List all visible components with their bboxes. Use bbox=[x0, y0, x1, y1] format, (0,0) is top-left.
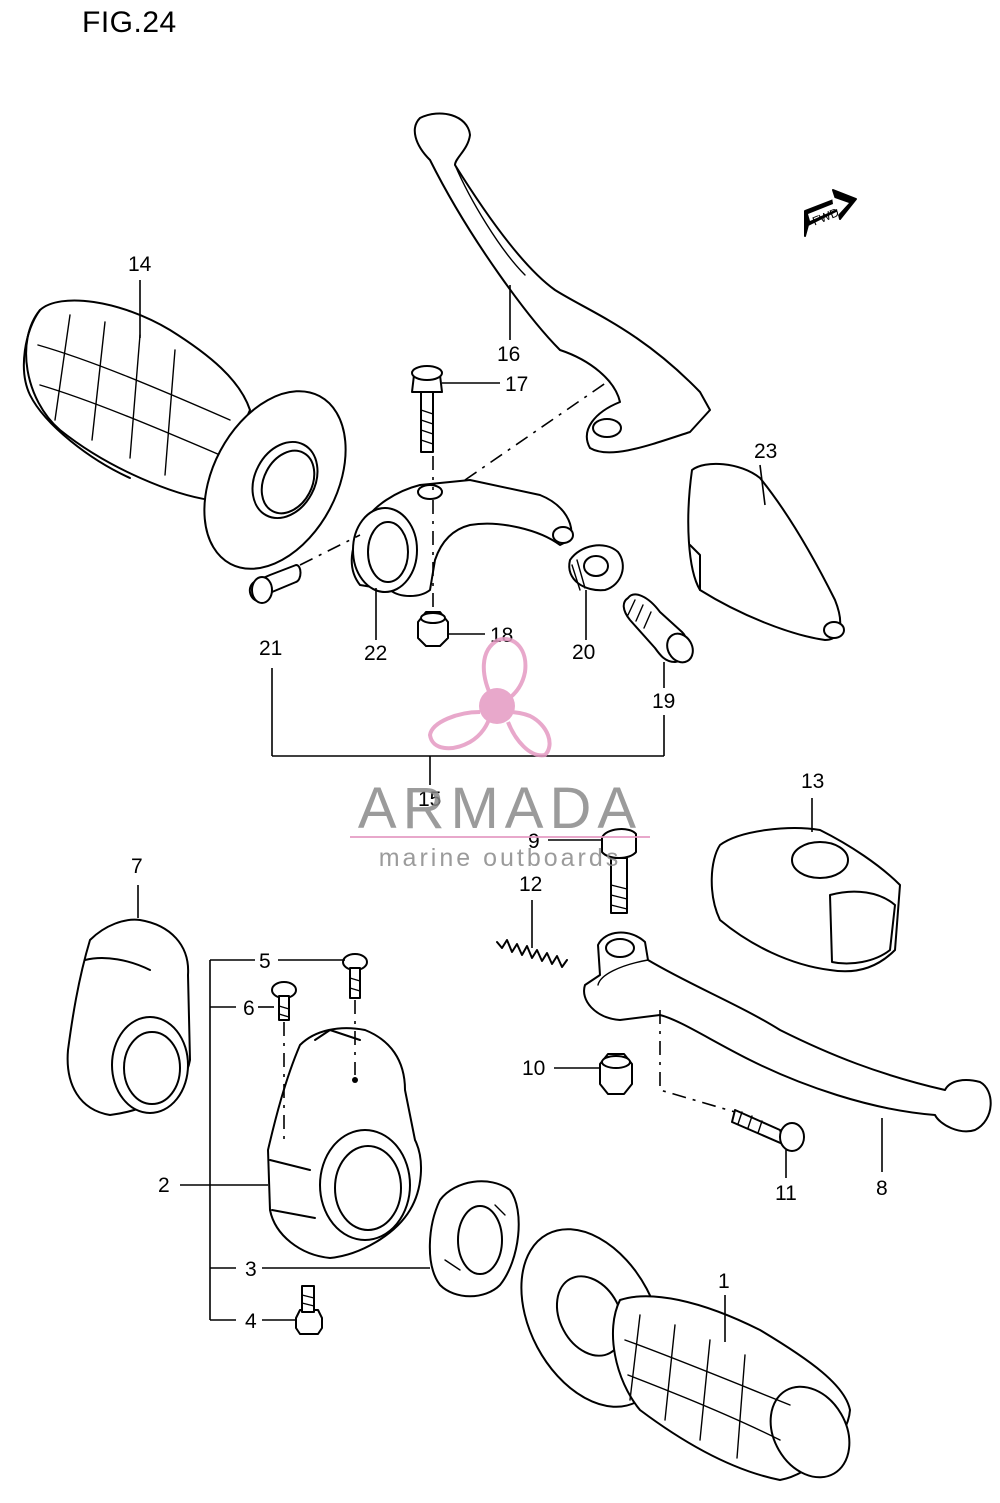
part-14-left-grip bbox=[23, 299, 347, 570]
part-22-lever-holder bbox=[350, 479, 574, 597]
part-17-bolt bbox=[411, 365, 443, 453]
part-2-switch-housing bbox=[267, 1027, 422, 1259]
part-1-right-grip bbox=[520, 1228, 851, 1481]
callout-20: 20 bbox=[572, 641, 595, 664]
part-10-nut bbox=[599, 1053, 633, 1095]
callout-12: 12 bbox=[519, 873, 542, 896]
callout-5: 5 bbox=[259, 950, 271, 973]
part-19-adjuster-bolt bbox=[622, 593, 694, 664]
callout-23: 23 bbox=[754, 440, 777, 463]
part-7-switch-cover bbox=[66, 918, 191, 1116]
callout-7: 7 bbox=[131, 855, 143, 878]
part-6-screw bbox=[271, 981, 297, 1021]
part-5-screw bbox=[342, 953, 368, 999]
callout-4: 4 bbox=[245, 1310, 257, 1333]
propeller-logo-icon bbox=[427, 637, 552, 758]
callout-10: 10 bbox=[522, 1057, 545, 1080]
part-21-pivot-bolt bbox=[248, 564, 302, 604]
part-16-clutch-lever bbox=[413, 112, 711, 454]
callout-3: 3 bbox=[245, 1258, 257, 1281]
callout-21: 21 bbox=[259, 637, 282, 660]
part-20-adjuster bbox=[568, 544, 624, 592]
part-13-housing-cover bbox=[710, 827, 901, 973]
part-23-lever-cover bbox=[687, 462, 845, 641]
figure-title: FIG.24 bbox=[82, 6, 177, 39]
part-8-brake-lever bbox=[583, 931, 992, 1133]
callout-11: 11 bbox=[775, 1182, 797, 1205]
callout-19: 19 bbox=[652, 690, 675, 713]
watermark-tagline: marine outboards bbox=[379, 844, 622, 872]
callout-6: 6 bbox=[243, 997, 255, 1020]
part-12-spring bbox=[496, 939, 568, 968]
watermark: ARMADA marine outboards bbox=[350, 637, 650, 872]
watermark-brand: ARMADA bbox=[358, 776, 642, 841]
callout-15: 15 bbox=[418, 788, 441, 811]
part-4-screw bbox=[295, 1285, 323, 1335]
part-18-nut bbox=[417, 611, 449, 647]
callout-labels: 1 2 3 4 5 6 7 8 9 10 11 12 13 14 15 16 1… bbox=[128, 253, 888, 1333]
callout-2: 2 bbox=[158, 1174, 170, 1197]
assembly-lines bbox=[283, 379, 736, 1145]
leader-lines bbox=[137, 280, 883, 1342]
callout-9: 9 bbox=[528, 830, 540, 853]
callout-1: 1 bbox=[718, 1270, 730, 1293]
fwd-arrow-icon: FWD bbox=[804, 189, 857, 237]
callout-17: 17 bbox=[505, 373, 528, 396]
callout-16: 16 bbox=[497, 343, 520, 366]
callout-8: 8 bbox=[876, 1177, 888, 1200]
part-11-pivot-bolt bbox=[731, 1109, 805, 1152]
part-3-ring bbox=[428, 1180, 520, 1298]
callout-14: 14 bbox=[128, 253, 152, 276]
callout-22: 22 bbox=[364, 642, 387, 665]
callout-13: 13 bbox=[801, 770, 824, 793]
